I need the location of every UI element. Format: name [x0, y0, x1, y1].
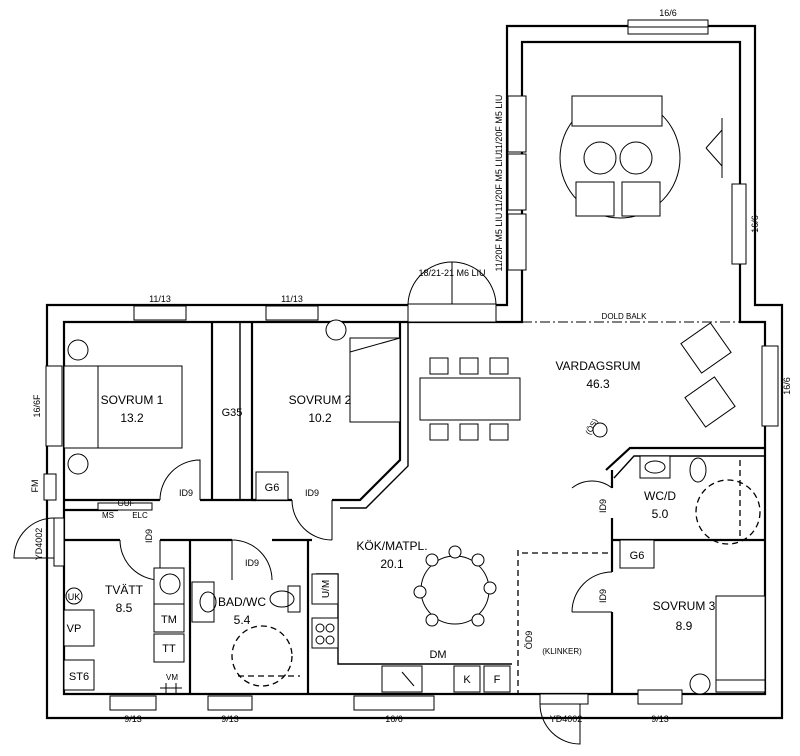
room-area-sovrum2: 10.2: [308, 411, 332, 425]
door-labels: ID9 ID9 ID9 ID9 ID9 ID9 ÖD9 YD4002 YD400…: [34, 488, 608, 724]
fixture-label-g6-sov2: G6: [265, 482, 280, 494]
fixture-label-vp: VP: [67, 623, 82, 635]
window-label-sov1-top: 11/13: [149, 294, 171, 304]
fixture-label-elc: ELC: [132, 511, 148, 520]
fixture-label-klinker: (KLINKER): [542, 647, 582, 656]
room-area-vardagsrum: 46.3: [586, 377, 610, 391]
window-label-living-left-2: 11/20F M5 LIU: [494, 153, 504, 212]
windows: [45, 19, 779, 711]
window-label-bottom-tvatt: 9/13: [124, 714, 142, 724]
furniture: [43, 95, 766, 695]
fixture-label-um: U/M: [321, 580, 332, 598]
room-area-sovrum3: 8.9: [676, 619, 693, 633]
window-label-living-right: 16/6: [750, 215, 760, 233]
window-label-bottom-kok: 16/6: [385, 714, 403, 724]
room-labels: SOVRUM 1 13.2 SOVRUM 2 10.2 VARDAGSRUM 4…: [101, 359, 716, 633]
room-area-wcd: 5.0: [652, 507, 669, 521]
fixture-label-fm: FM: [30, 480, 40, 493]
room-name-tvatt: TVÄTT: [105, 583, 144, 597]
room-name-sovrum1: SOVRUM 1: [101, 393, 164, 407]
fixture-label-uk: UK: [68, 592, 81, 602]
room-area-kok: 20.1: [380, 557, 404, 571]
window-label-living-left-3: 11/20F M5 LIU: [494, 213, 504, 272]
fixture-label-f: F: [494, 674, 501, 686]
window-label-sov1-left: 16/6F: [32, 394, 42, 418]
fixture-label-ms: MS: [102, 511, 114, 520]
room-name-kok: KÖK/MATPL.: [356, 539, 427, 553]
room-area-sovrum1: 13.2: [120, 411, 144, 425]
fixture-label-tt: TT: [162, 643, 176, 655]
door-label-od9: ÖD9: [524, 631, 534, 650]
door-label-id9-wcd: ID9: [598, 499, 608, 513]
fixture-label-dm: DM: [429, 649, 446, 661]
fixture-label-k: K: [463, 674, 471, 686]
room-area-badwc: 5.4: [234, 613, 251, 627]
window-label-bottom-bad: 9/13: [221, 714, 239, 724]
window-label-top-living: 16/6: [659, 8, 677, 18]
door-label-id9-sov2: ID9: [305, 488, 319, 498]
door-label-yd-bottom: YD4002: [550, 714, 583, 724]
fixture-label-guf: GUF: [118, 499, 135, 508]
fixture-label-g35: G35: [222, 407, 243, 419]
fixture-label-st6: ST6: [69, 671, 89, 683]
window-label-bottom-sov3: 9/13: [651, 714, 669, 724]
room-name-sovrum3: SOVRUM 3: [653, 599, 716, 613]
room-name-vardagsrum: VARDAGSRUM: [555, 359, 640, 373]
door-label-id9-bad: ID9: [245, 558, 259, 568]
fixture-label-dold-balk: DOLD BALK: [602, 312, 648, 321]
window-label-vard-right: 16/6: [782, 377, 792, 395]
window-label-sov2-top: 11/13: [281, 294, 303, 304]
fixture-label-vm: VM: [166, 673, 178, 682]
room-name-sovrum2: SOVRUM 2: [289, 393, 352, 407]
room-name-wcd: WC/D: [644, 489, 676, 503]
door-label-id9-sov1: ID9: [179, 488, 193, 498]
door-label-id9-sov3: ID9: [598, 589, 608, 603]
door-label-id9-hall: ID9: [144, 529, 154, 543]
window-label-patio-door: 18/21-21 M6 LIU: [418, 268, 485, 278]
door-label-yd-left: YD4002: [34, 528, 44, 561]
fixture-label-tm: TM: [161, 614, 177, 626]
window-labels: 16/6 11/20F M5 LIU 11/20F M5 LIU 11/20F …: [32, 8, 792, 724]
room-name-badwc: BAD/WC: [218, 595, 266, 609]
fixture-label-g6-sov3: G6: [630, 550, 645, 562]
room-area-tvatt: 8.5: [116, 601, 133, 615]
doors: [13, 459, 613, 745]
interior-walls: [64, 321, 765, 694]
window-label-living-left-1: 11/20F M5 LIU: [494, 95, 504, 154]
